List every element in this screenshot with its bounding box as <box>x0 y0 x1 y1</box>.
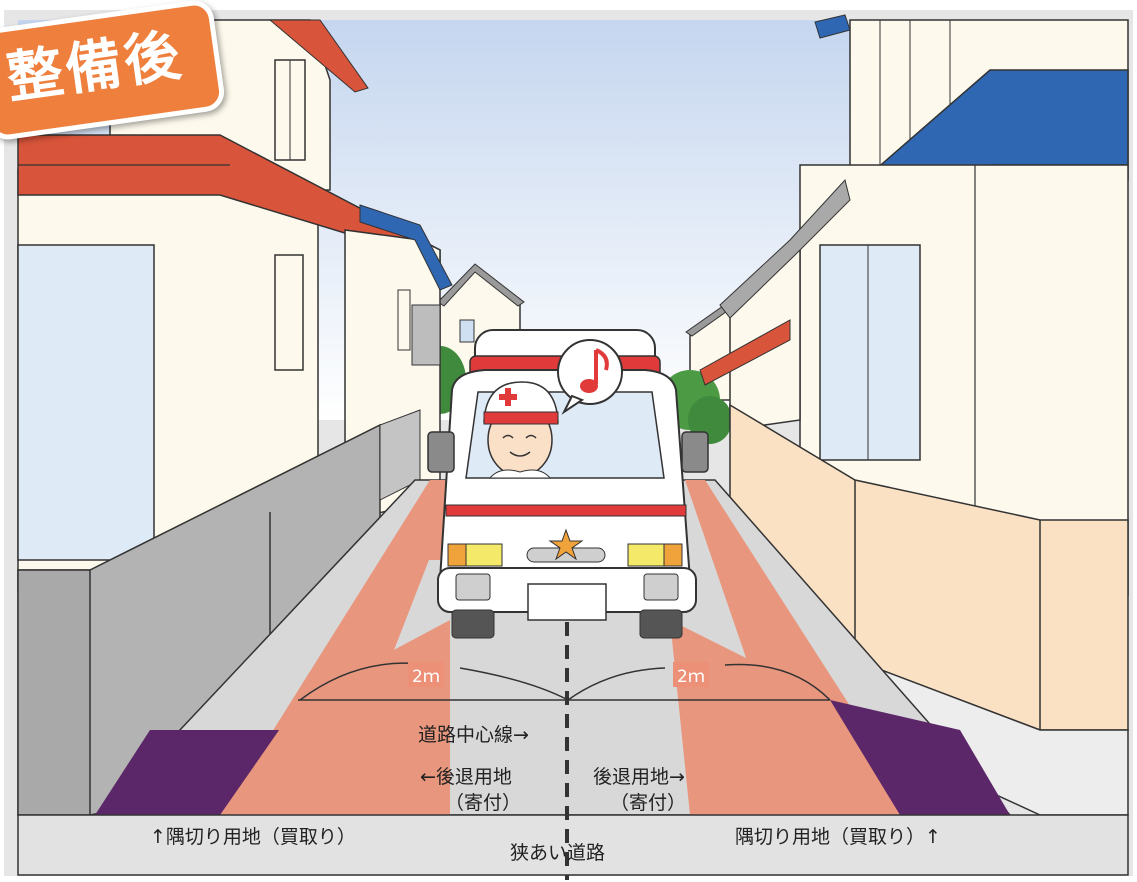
setback-right-label: 後退用地→ <box>593 766 685 788</box>
music-note-icon <box>557 339 623 415</box>
corner-cut-right-label: 隅切り用地（買取り）↑ <box>735 826 941 848</box>
corner-cut-left <box>95 730 300 815</box>
setback-right-sublabel: （寄付） <box>610 792 687 814</box>
driver <box>483 381 559 479</box>
road <box>17 479 1129 880</box>
ambulance[interactable] <box>427 329 709 639</box>
corner-cut-left-label: ↑隅切り用地（買取り） <box>150 826 356 848</box>
width-label-right: 2ｍ <box>673 662 709 687</box>
left-houses <box>17 19 453 816</box>
right-houses <box>699 14 1129 816</box>
setback-left-label: ←後退用地 <box>420 766 512 788</box>
star-icon <box>548 528 584 561</box>
center-line-label: 道路中心線→ <box>418 724 529 746</box>
setback-left-sublabel: （寄付） <box>445 792 522 814</box>
road-label: 狭あい道路 <box>510 842 606 864</box>
width-label-left: 2ｍ <box>408 662 444 687</box>
